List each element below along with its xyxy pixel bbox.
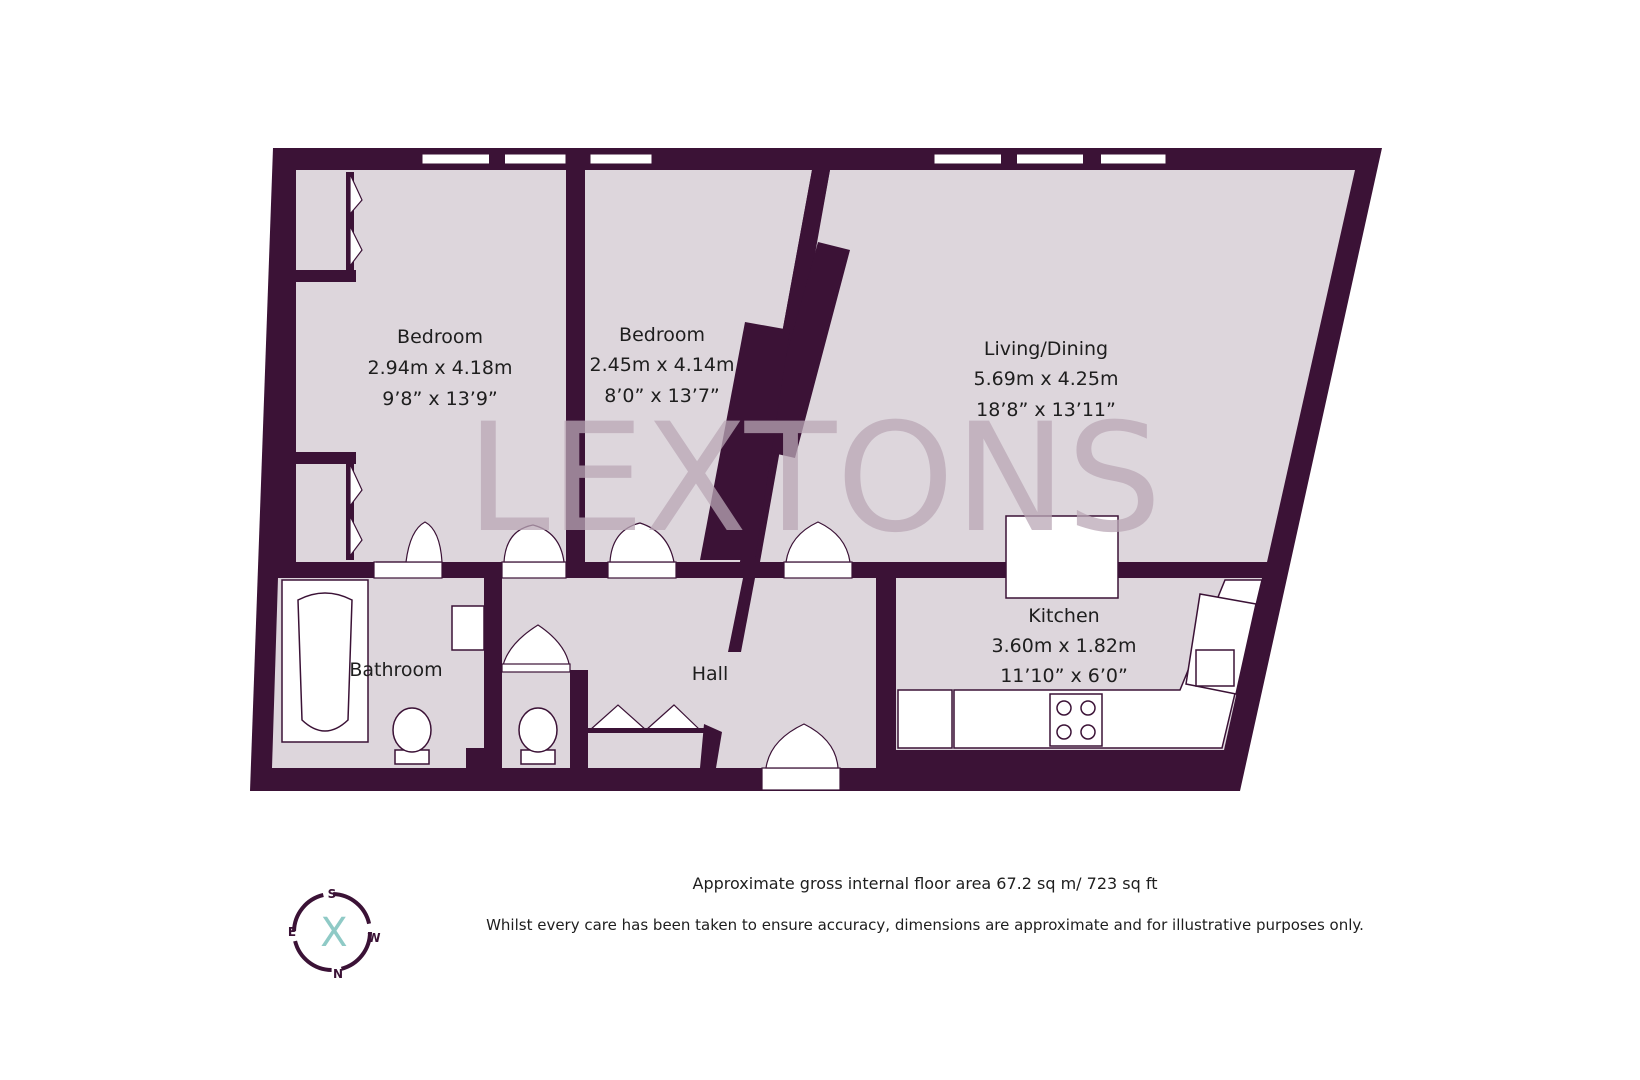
- door-swing-front: [765, 723, 839, 769]
- wall-kitchen-top-right: [1180, 562, 1270, 578]
- room-name-bedroom-2: Bedroom: [619, 324, 705, 346]
- room-imperial-living: 18’8” x 13’11”: [976, 399, 1116, 421]
- wall-wardrobe-side-top: [346, 172, 354, 270]
- wardrobe-door-top: [349, 173, 363, 268]
- wall-wardrobe-side-bottom: [346, 462, 354, 560]
- hall-floor: [502, 578, 876, 768]
- room-name-bathroom: Bathroom: [349, 659, 442, 681]
- pillar-3: [1083, 148, 1101, 170]
- door-gap-wc: [501, 663, 571, 673]
- window-2: [503, 153, 567, 165]
- wall-stub-bath: [466, 748, 484, 768]
- window-3: [589, 153, 653, 165]
- door-swing-bed2: [609, 522, 675, 563]
- window-1: [421, 153, 491, 165]
- window-4: [933, 153, 1003, 165]
- kitchen-sink-bowl: [1195, 649, 1235, 687]
- compass-letter-w: W: [367, 931, 380, 945]
- wall-wardrobe-top: [296, 270, 356, 282]
- hob: [1049, 693, 1103, 747]
- pillar-2: [1001, 148, 1017, 170]
- doors: [349, 173, 853, 791]
- kitchen-fixtures: [897, 515, 1263, 749]
- compass-center-mark: X: [320, 910, 347, 956]
- window-6: [1099, 153, 1167, 165]
- wall-wc-right: [570, 670, 588, 768]
- hall-cupboard-rail: [588, 728, 704, 733]
- wc-toilet-bowl: [518, 707, 558, 753]
- bedroom-1-floor: [296, 170, 566, 562]
- room-metric-bedroom-2: 2.45m x 4.14m: [590, 354, 735, 376]
- fridge: [897, 689, 953, 749]
- pillar-1: [489, 148, 505, 170]
- door-gap-front: [761, 767, 841, 791]
- door-swing-bed1b: [503, 524, 565, 563]
- bathtub-basin: [297, 592, 353, 732]
- compass-letter-e: E: [288, 925, 296, 939]
- room-name-hall: Hall: [692, 663, 729, 685]
- room-metric-bedroom-1: 2.94m x 4.18m: [368, 357, 513, 379]
- floor-area-note: Approximate gross internal floor area 67…: [692, 874, 1158, 893]
- bathroom-fixtures: [281, 579, 558, 765]
- wardrobe-top-floor: [298, 172, 351, 270]
- wall-bed1-bed2: [566, 148, 585, 578]
- room-metric-living: 5.69m x 4.25m: [974, 368, 1119, 390]
- bath-toilet-bowl: [392, 707, 432, 753]
- room-imperial-bedroom-2: 8’0” x 13’7”: [604, 385, 720, 407]
- room-name-kitchen: Kitchen: [1028, 605, 1099, 627]
- room-labels: Bedroom 2.94m x 4.18m 9’8” x 13’9” Bedro…: [349, 324, 1136, 687]
- room-imperial-bedroom-1: 9’8” x 13’9”: [382, 388, 498, 410]
- kitchen-worktop: [953, 579, 1263, 749]
- room-metric-kitchen: 3.60m x 1.82m: [992, 635, 1137, 657]
- bath-sink: [451, 605, 485, 651]
- watermark: LEXTONS: [466, 392, 1162, 566]
- compass-letter-n: N: [333, 967, 343, 981]
- room-name-bedroom-1: Bedroom: [397, 326, 483, 348]
- chimney-breast-lower: [700, 322, 790, 560]
- hob-ring-4: [1080, 724, 1096, 740]
- wall-hall-kitchen: [876, 578, 896, 788]
- chimney-breast: [760, 242, 850, 458]
- door-swing-wc: [501, 624, 571, 671]
- door-swing-bed1: [376, 521, 443, 563]
- hob-ring-3: [1056, 724, 1072, 740]
- wall-hall-diagonal: [728, 578, 755, 652]
- room-name-living: Living/Dining: [984, 338, 1108, 360]
- room-imperial-kitchen: 11’10” x 6’0”: [1000, 665, 1128, 687]
- wardrobe-door-bottom: [349, 463, 363, 558]
- window-5: [1015, 153, 1085, 165]
- hob-ring-1: [1056, 700, 1072, 716]
- living-floor: [757, 170, 1355, 562]
- wall-wardrobe-bottom: [296, 452, 356, 464]
- kitchen-island: [1005, 515, 1119, 599]
- hob-ring-2: [1080, 700, 1096, 716]
- door-swing-living: [785, 521, 851, 563]
- disclaimer: Whilst every care has been taken to ensu…: [486, 916, 1364, 934]
- hall-cupboard-wall: [700, 724, 722, 768]
- wall-bath-hall: [484, 578, 502, 768]
- compass-icon: S W N E X: [288, 887, 381, 981]
- door-gap-bed1: [373, 561, 443, 579]
- compass-letter-s: S: [328, 887, 337, 901]
- wardrobe-bottom-floor: [298, 462, 351, 560]
